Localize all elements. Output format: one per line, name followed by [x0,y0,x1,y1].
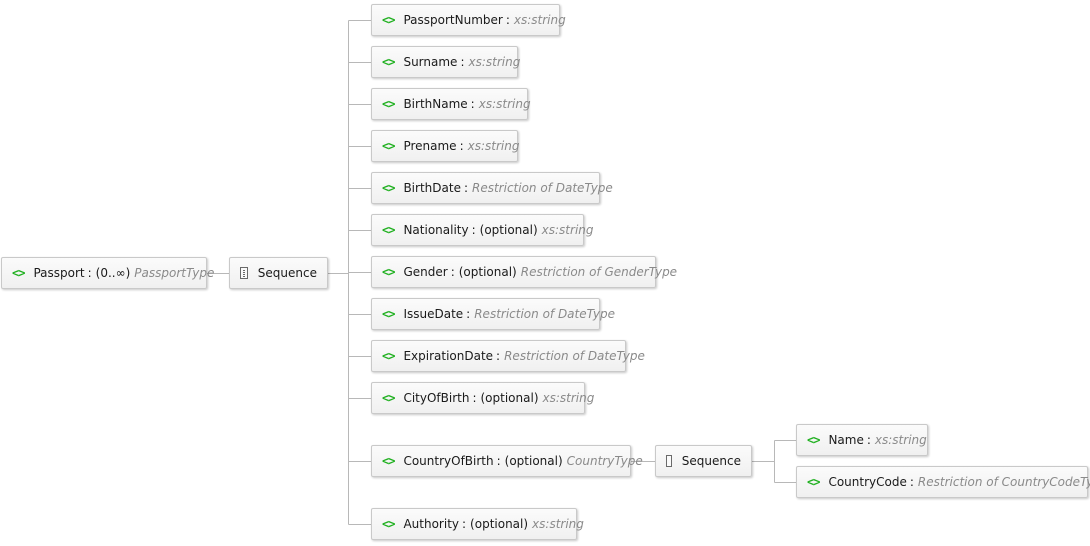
node-separator: : [462,517,467,531]
node-separator: : [463,181,468,195]
element-icon: <> [382,391,395,405]
element-icon: <> [382,265,395,279]
node-authority[interactable]: <> Authority : (optional) xs:string [371,508,584,540]
node-separator: : [471,223,476,237]
node-occurrence: (optional) [479,223,538,237]
node-birth-date[interactable]: <> BirthDate : Restriction of DateType [371,172,613,204]
node-name: CountryCode [828,475,907,489]
node-name: Surname [403,55,458,69]
sequence-label: Sequence [257,266,317,280]
node-type: xs:string [467,139,520,153]
node-city-of-birth[interactable]: <> CityOfBirth : (optional) xs:string [371,382,594,414]
node-country-of-birth[interactable]: <> CountryOfBirth : (optional) CountryTy… [371,445,643,477]
node-type: xs:string [541,223,594,237]
element-icon: <> [382,454,395,468]
node-name: Name [828,433,864,447]
element-icon: <> [382,13,395,27]
node-type: xs:string [874,433,927,447]
node-nationality[interactable]: <> Nationality : (optional) xs:string [371,214,594,246]
node-type: xs:string [478,97,531,111]
node-expiration-date[interactable]: <> ExpirationDate : Restriction of DateT… [371,340,645,372]
node-name: Prename [403,139,457,153]
node-occurrence: (optional) [480,391,539,405]
node-occurrence: (optional) [504,454,563,468]
element-icon: <> [382,97,395,111]
node-passport[interactable]: <> Passport : (0..∞) PassportType [1,257,214,289]
node-separator: : [909,475,914,489]
node-name: Authority [403,517,459,531]
node-separator: : [460,55,465,69]
node-name: IssueDate [403,307,464,321]
node-type: Restriction of DateType [474,307,616,321]
node-type: xs:string [513,13,566,27]
node-separator: : [470,97,475,111]
node-birth-name[interactable]: <> BirthName : xs:string [371,88,531,120]
node-separator: : [472,391,477,405]
node-sequence[interactable]: Sequence [229,257,328,289]
node-separator: : [450,265,455,279]
node-type: xs:string [468,55,521,69]
element-icon: <> [382,223,395,237]
node-prename[interactable]: <> Prename : xs:string [371,130,520,162]
node-separator: : [466,307,471,321]
element-icon: <> [382,55,395,69]
node-name: BirthName [403,97,468,111]
node-name: ExpirationDate [403,349,494,363]
node-type: Restriction of GenderType [520,265,678,279]
element-icon: <> [382,139,395,153]
node-country-code[interactable]: <> CountryCode : Restriction of CountryC… [796,466,1090,498]
node-name: Nationality [403,223,469,237]
node-surname[interactable]: <> Surname : xs:string [371,46,521,78]
element-icon: <> [807,433,820,447]
node-type: CountryType [566,454,643,468]
node-name: CityOfBirth [403,391,470,405]
node-type: Restriction of DateType [472,181,613,195]
node-name: Gender [403,265,448,279]
element-icon: <> [382,307,395,321]
sequence-icon [666,455,672,467]
node-gender[interactable]: <> Gender : (optional) Restriction of Ge… [371,256,677,288]
sequence-label: Sequence [681,454,741,468]
element-icon: <> [382,517,395,531]
node-type: xs:string [542,391,595,405]
node-separator: : [459,139,464,153]
node-separator: : [496,349,501,363]
sequence-icon [240,267,248,279]
node-name: BirthDate [403,181,461,195]
node-name: CountryOfBirth [403,454,494,468]
node-name: Passport [33,266,85,280]
node-separator: : [496,454,501,468]
node-occurrence: (0..∞) [95,266,131,280]
node-type: Restriction of DateType [504,349,645,363]
node-occurrence: (optional) [470,517,529,531]
node-type: Restriction of CountryCodeType [917,475,1090,489]
node-separator: : [866,433,871,447]
element-icon: <> [12,266,25,280]
node-separator: : [87,266,92,280]
node-issue-date[interactable]: <> IssueDate : Restriction of DateType [371,298,615,330]
node-type: PassportType [134,266,215,280]
node-country-name[interactable]: <> Name : xs:string [796,424,928,456]
node-passport-number[interactable]: <> PassportNumber : xs:string [371,4,566,36]
node-separator: : [505,13,510,27]
node-type: xs:string [532,517,584,531]
node-country-sequence[interactable]: Sequence [655,445,752,477]
node-name: PassportNumber [403,13,503,27]
node-occurrence: (optional) [458,265,517,279]
element-icon: <> [382,349,395,363]
element-icon: <> [382,181,395,195]
element-icon: <> [807,475,820,489]
